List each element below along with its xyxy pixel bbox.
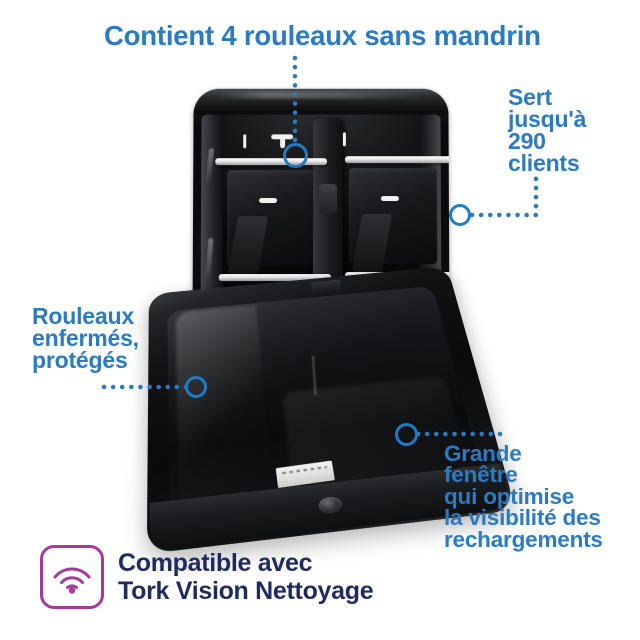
slot-bracket-drop xyxy=(280,138,286,149)
slot-pin-left xyxy=(243,134,247,149)
product-image xyxy=(146,88,517,554)
marker-rolls-protected xyxy=(185,376,207,398)
marker-capacity-users xyxy=(449,204,471,226)
roller-bar-upper-right xyxy=(344,156,450,164)
center-spine-tab xyxy=(319,184,337,215)
front-cover-group xyxy=(146,266,517,554)
slot-pin-right xyxy=(342,132,346,147)
compatibility-badge: Compatible avec Tork Vision Nettoyage xyxy=(40,545,374,609)
compatibility-text: Compatible avec Tork Vision Nettoyage xyxy=(118,549,374,605)
wifi-signal-icon xyxy=(40,545,104,609)
callout-capacity-users: Sert jusqu'à 290 clients xyxy=(508,84,587,177)
housing-top-gloss xyxy=(215,91,425,99)
callout-rolls-capacity: Contient 4 rouleaux sans mandrin xyxy=(104,20,541,51)
marker-rolls-capacity xyxy=(283,143,308,168)
housing-top-cap xyxy=(193,88,449,115)
cover-latch xyxy=(310,279,343,296)
roller-bar-upper-left xyxy=(215,158,327,166)
slot-highlight-left xyxy=(259,198,278,204)
leader-line-right xyxy=(469,173,539,218)
slot-highlight-right xyxy=(380,196,399,202)
callout-large-window: Grande fenêtre qui optimise la visibilit… xyxy=(444,441,603,552)
marker-large-window xyxy=(395,423,418,446)
callout-rolls-protected: Rouleaux enfermés, protégés xyxy=(32,303,139,374)
